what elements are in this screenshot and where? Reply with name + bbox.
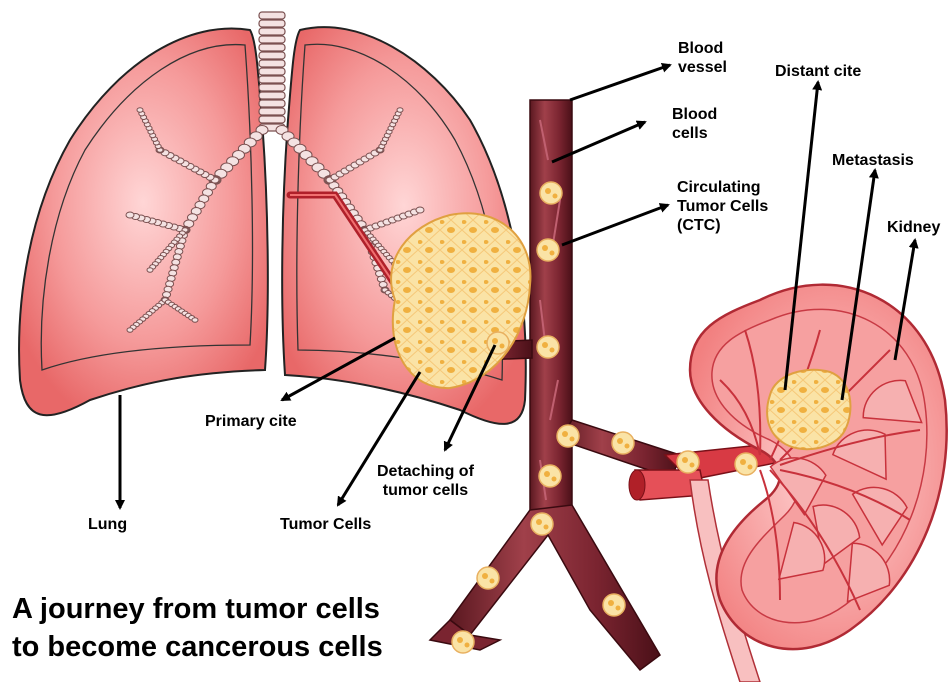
label-detaching: Detaching of tumor cells [377,462,474,500]
tumor-cell-cluster [557,425,579,447]
tumor-cell-cluster [540,182,562,204]
label-primary-cite: Primary cite [205,412,297,431]
tumor-cell-cluster [487,332,509,354]
metastasis-tumor [767,370,850,449]
tumor-cell-cluster [537,239,559,261]
label-metastasis: Metastasis [832,151,914,170]
tumor-cell-cluster [612,432,634,454]
blood-vessel-arrow [570,65,670,100]
label-ctc: Circulating Tumor Cells (CTC) [677,178,768,235]
tumor-cell-cluster [531,513,553,535]
label-blood-vessel: Blood vessel [678,39,727,77]
diagram-title: A journey from tumor cells to become can… [12,590,383,666]
tumor-cell-cluster [452,631,474,653]
tumor-cell-cluster [539,465,561,487]
label-tumor-cells: Tumor Cells [280,515,371,534]
label-distant-cite: Distant cite [775,62,861,81]
label-blood-cells: Blood cells [672,105,717,143]
ctc-arrow [562,205,668,245]
label-kidney: Kidney [887,218,940,237]
tumor-cell-cluster [537,336,559,358]
tumor-cell-cluster [735,453,757,475]
label-lung: Lung [88,515,127,534]
tumor-cell-cluster [677,451,699,473]
tumor-cell-cluster [603,594,625,616]
tumor-cell-cluster [477,567,499,589]
